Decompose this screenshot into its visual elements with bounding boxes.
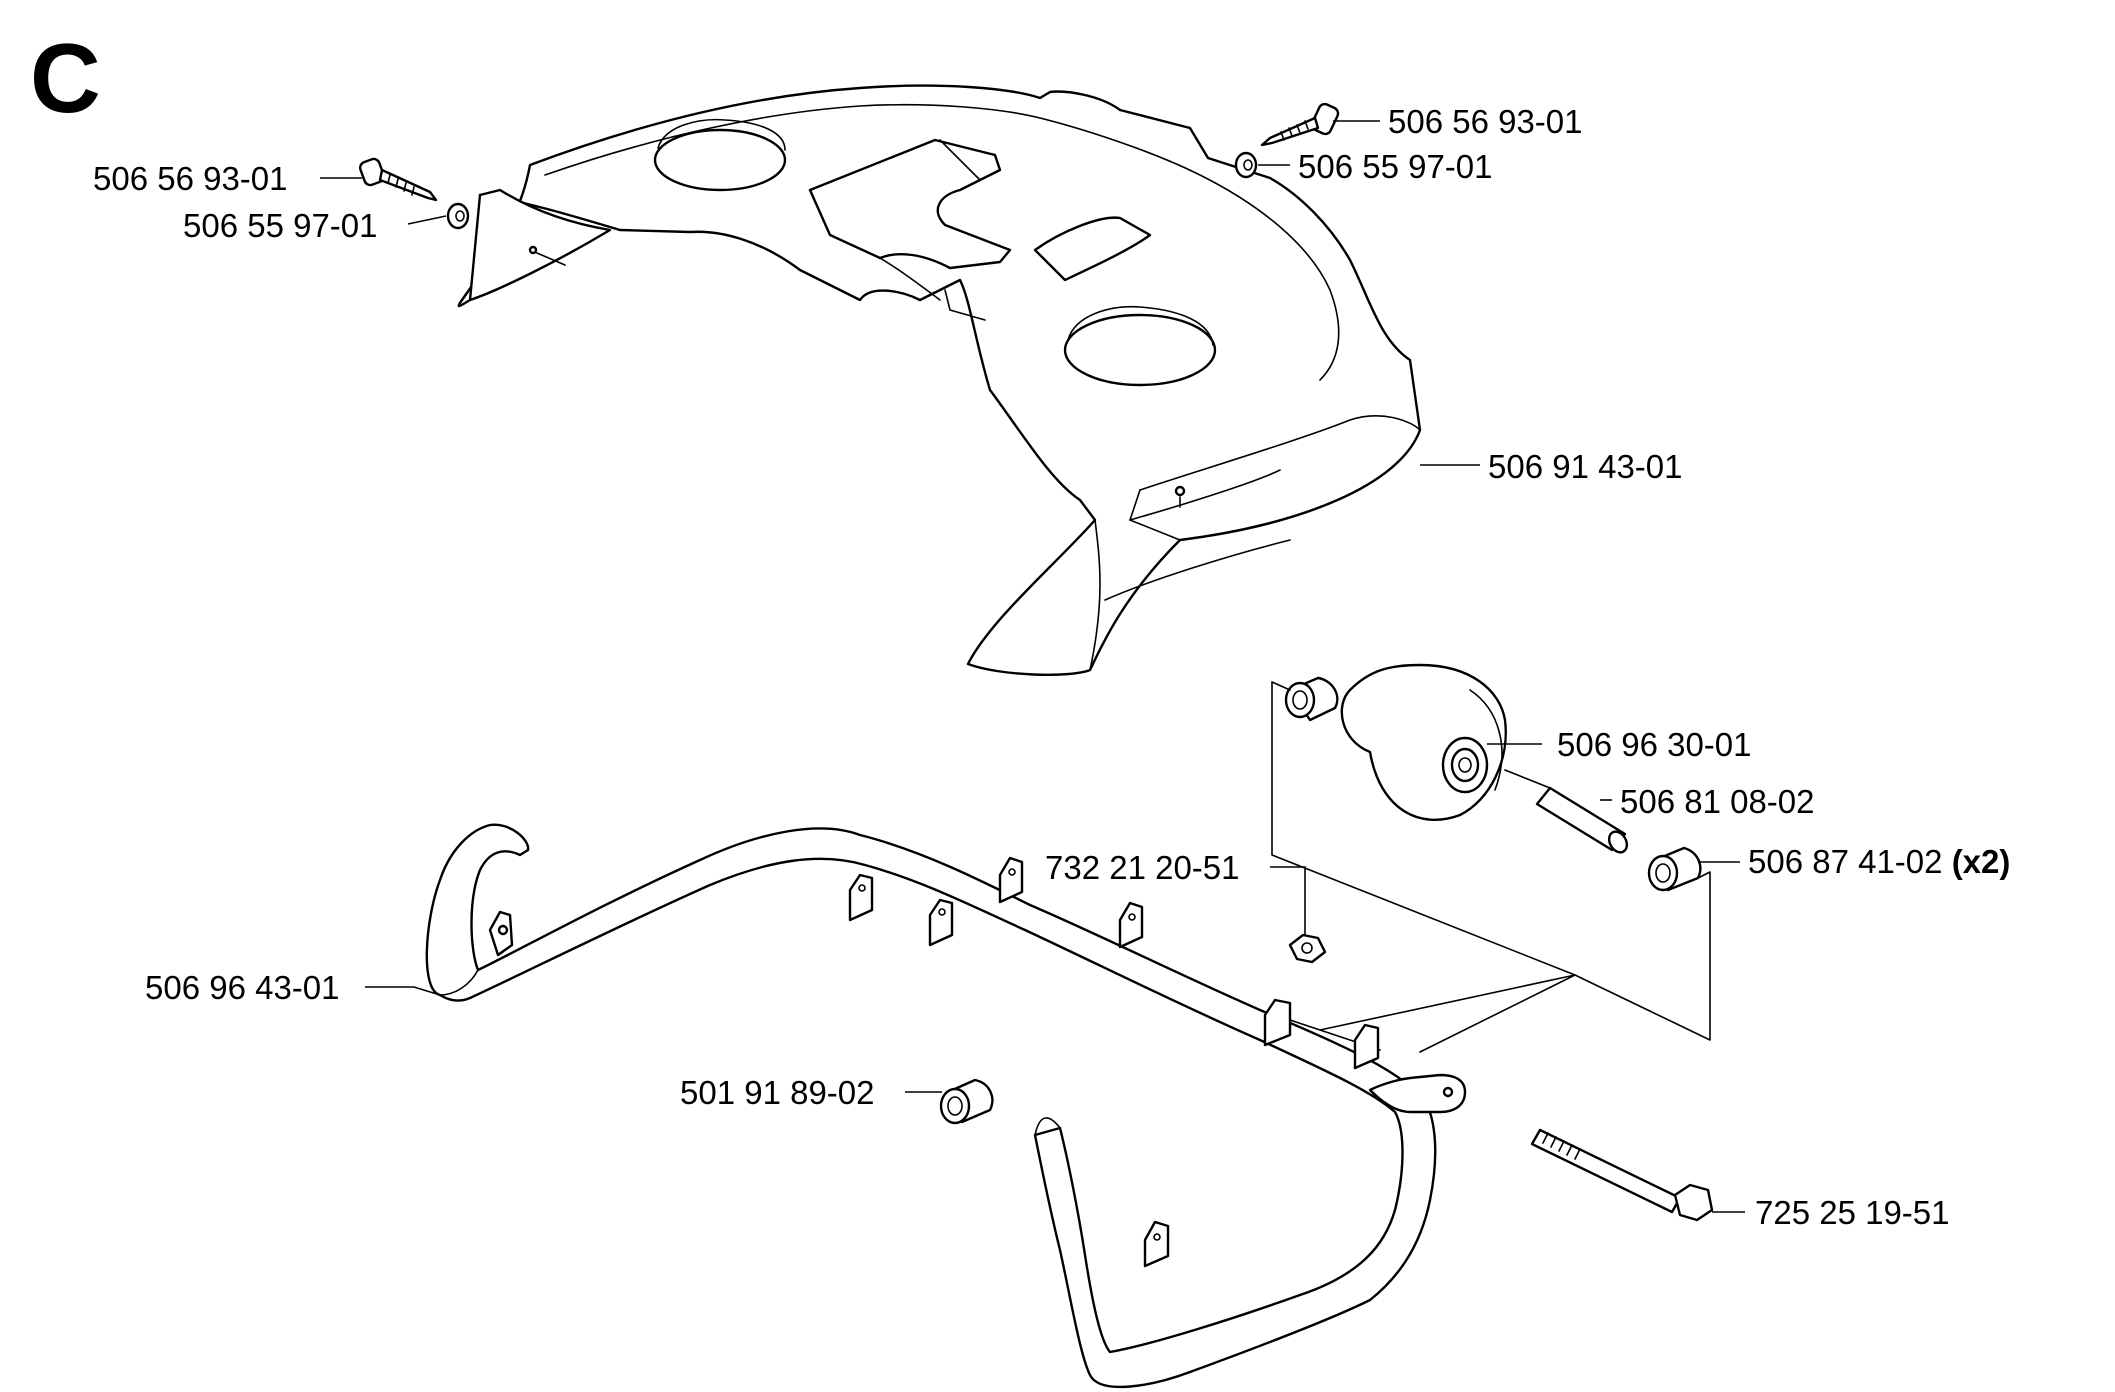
label-screw-right: 506 56 93-01 bbox=[1388, 103, 1583, 140]
label-bushing-qty: (x2) bbox=[1952, 843, 2011, 880]
spacer-top-drawing bbox=[1284, 676, 1339, 722]
label-bumper: 506 96 43-01 bbox=[145, 969, 340, 1006]
screw-left-drawing bbox=[358, 157, 438, 202]
label-axle: 506 81 08-02 bbox=[1620, 783, 1815, 820]
label-nut: 732 21 20-51 bbox=[1045, 849, 1240, 886]
cover-drawing bbox=[457, 84, 1422, 676]
label-washer-right: 506 55 97-01 bbox=[1298, 148, 1493, 185]
bumper-drawing bbox=[425, 823, 1467, 1389]
label-wheel: 506 96 30-01 bbox=[1557, 726, 1752, 763]
label-screw-left: 506 56 93-01 bbox=[93, 160, 288, 197]
label-bolt: 725 25 19-51 bbox=[1755, 1194, 1950, 1231]
label-cover: 506 91 43-01 bbox=[1488, 448, 1683, 485]
bolt-drawing bbox=[1530, 1128, 1714, 1222]
axle-drawing bbox=[1535, 786, 1629, 854]
section-letter: C bbox=[30, 23, 101, 133]
nut-drawing bbox=[1288, 933, 1327, 964]
label-bushing: 506 87 41-02 (x2) bbox=[1748, 843, 2010, 880]
wheel-exploded-frame bbox=[1271, 681, 1711, 1053]
end-cap-drawing bbox=[939, 1078, 994, 1125]
label-end-cap: 501 91 89-02 bbox=[680, 1074, 875, 1111]
washer-right-drawing bbox=[1234, 151, 1258, 179]
wheel-drawing bbox=[1340, 663, 1507, 821]
bushing-drawing bbox=[1647, 846, 1702, 892]
leader-lines bbox=[320, 120, 1745, 1213]
washer-left-drawing bbox=[446, 202, 470, 230]
label-bushing-part: 506 87 41-02 bbox=[1748, 843, 1943, 880]
screw-right-drawing bbox=[1260, 102, 1340, 147]
label-washer-left: 506 55 97-01 bbox=[183, 207, 378, 244]
